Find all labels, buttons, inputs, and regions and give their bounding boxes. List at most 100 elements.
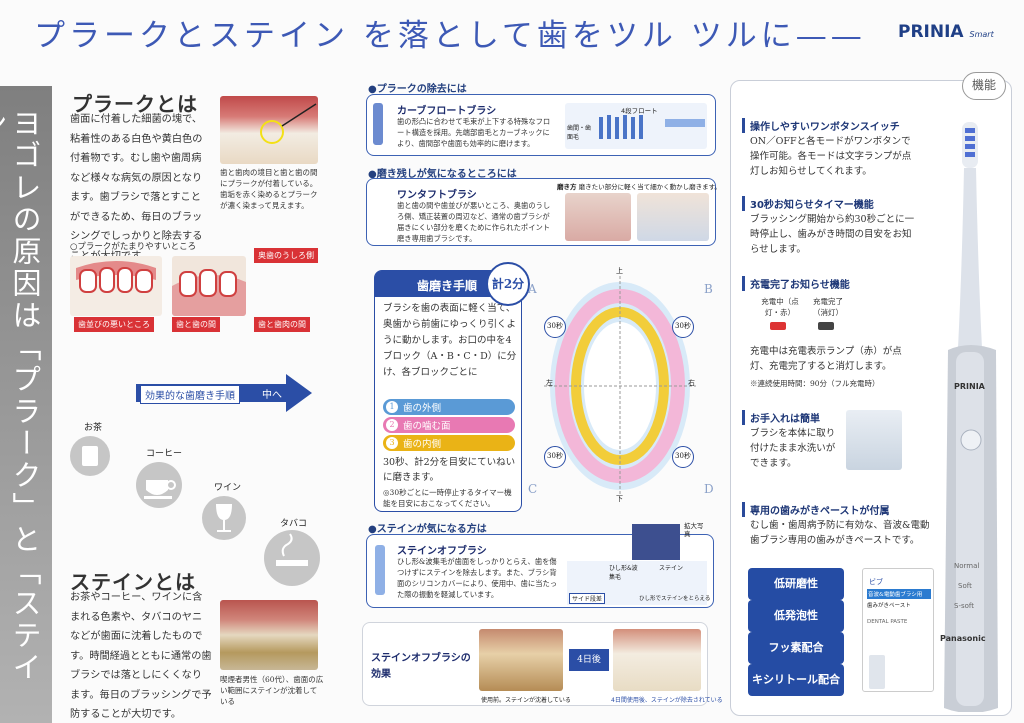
one-tuft-note-text: 磨きたい部分に軽く当て細かく動かし磨きます。 [578,183,721,191]
effect-after-caption: 4日間使用後、ステインが除去されている [611,697,723,704]
one-tuft-brush-box: ワンタフトブラシ 歯と歯の間や歯並びが悪いところ、奥歯のうしろ側、矯正装置の周辺… [366,178,721,246]
feature-text-switch: ON／OFFと各モードがワンボタンで操作可能。各モードは文字ランプが点灯しお知ら… [750,136,912,177]
paste-pill-low-foam: 低発泡性 [748,600,844,632]
zoom-label: 拡大写真 [684,522,704,538]
tag-back-teeth: 奥歯のうしろ側 [254,248,318,263]
plaque-removal-section: ●プラークの除去には [368,84,467,95]
plaque-spots-label: ○プラークがたまりやすいところ [70,242,197,252]
procedure-body: ブラシを歯の表面に軽く当て、奥歯から前歯にゆっくり引くように動かします。お口の中… [383,303,517,378]
zoom-photo [632,524,680,560]
plaque-photo-caption: 歯と歯肉の境目と歯と歯の間にプラークが付着している。歯垢を赤く染めるとプラークが… [220,168,318,210]
step-num: 1 [386,401,398,413]
usage-note: ※連続使用時間：90分（フル充電時） [750,379,880,388]
procedure-title: 歯磨き手順 [417,279,478,293]
toothbrush-head-icon [373,103,383,145]
feature-text-timer: ブラッシング開始から約30秒ごとに一時停止し、歯みがき時間の目安をお知らせします… [750,214,915,255]
curve-float-diagram-label: 4段フロート [621,107,658,115]
stain-off-brush-title: ステインオフブラシ [397,546,487,557]
plaque-photo-mark [260,103,317,144]
curve-float-brush-box: カーブフロートブラシ 歯の形凸に合わせて毛束が上下する特殊なフロート構造を採用。… [366,94,716,156]
step-inner: 3 歯の内側 [383,435,515,451]
one-tuft-note: 磨き方 磨きたい部分に軽く当て細かく動かし磨きます。 [557,181,721,191]
curve-float-diagram: 4段フロート 歯間・歯面毛 [565,103,707,149]
effective-procedure-label: 効果的な歯磨き手順 [140,385,240,404]
curve-float-brush-text: 歯の形凸に合わせて毛束が上下する特殊なフロート構造を採用。先端部歯毛とカーブネッ… [397,117,551,148]
drink-label-tea: お茶 [84,423,103,433]
brand-sub: Smart [969,30,994,39]
washing-photo [846,410,902,470]
one-tuft-photo-1 [565,193,631,241]
page-title: プラークとステイン を落として歯をツル ツルに—— [34,18,866,54]
feature-title-timer: 30秒お知らせタイマー機能 [742,196,874,211]
stain-section: ●ステインが気になる方は [368,524,487,535]
paste-line1: 音波&電動歯ブラシ用 [867,589,931,599]
step-label: 歯の内側 [403,439,442,450]
brand-logo: PRINIA Smart [898,22,994,42]
procedure-tail: 30秒、計2分を目安にていねいに磨きます。 [383,457,516,483]
paste-brand: ビブ [869,578,883,586]
step-outer: 1 歯の外側 [383,399,515,415]
feature-title-care: お手入れは簡単 [742,410,820,425]
charged-lamp-icon [818,322,834,330]
features-badge: 機能 [962,72,1006,100]
teeth-illustration-front [70,256,162,316]
device-logo: PRINIA [954,382,985,391]
stain-label-catch: ひし形でステインをとらえる [639,596,711,602]
step-num: 3 [386,437,398,449]
step-num: 2 [386,419,398,431]
one-tuft-note-head: 磨き方 [557,183,577,191]
stain-label-side-step: サイド段差 [569,593,606,604]
stain-off-diagram: サイド段差 ひし形&波集毛 ステイン ひし形でステインをとらえる [567,561,711,605]
dir-right: 右 [688,379,695,387]
paste-cap [869,655,885,689]
left-band [0,86,52,723]
effective-procedure-next: 中へ [262,390,282,401]
one-tuft-brush-text: 歯と歯の間や歯並びが悪いところ、奥歯のうしろ側、矯正装置の周辺など、通常の歯ブラ… [397,201,551,243]
stain-body: お茶やコーヒー、ワインに含まれる色素や、タバコのヤニなどが歯面に沈着したものです… [70,592,212,720]
toothbrush-head-icon [375,545,385,595]
coffee-cup-icon [136,462,182,508]
dir-top: 上 [616,267,623,275]
dir-left: 左 [546,379,553,387]
effect-before-photo [479,629,563,691]
timer-c: 30秒 [544,446,566,468]
teeth-illustration-side [172,256,246,316]
plaque-teeth-photo [220,96,318,164]
feature-title-switch: 操作しやすいワンボタンスイッチ [742,118,900,133]
timer-d: 30秒 [672,446,694,468]
feature-title-paste: 専用の歯みがきペーストが付属 [742,502,890,517]
quadrant-c: C [528,482,538,496]
wine-glass-icon [202,496,246,540]
procedure-note: ◎30秒ごとに一時停止するタイマー機能を目安におこなってください。 [383,488,512,508]
timer-a: 30秒 [544,316,566,338]
effect-after-photo [613,629,701,691]
plaque-heading: プラークとは [72,92,198,116]
paste-pill-fluoride: フッ素配合 [748,632,844,664]
band-vertical-text: ヨゴレの原因は「プラーク」と「ステイン」 [0,108,42,684]
stain-teeth-photo [220,600,318,670]
device-mode-normal: Normal [954,562,980,570]
tag-between-teeth: 歯と歯の間 [172,317,220,332]
leftover-section: ●磨き残しが気になるところには [368,169,517,180]
stain-heading: ステインとは [70,570,196,594]
effect-title: ステインオフブラシの効果 [371,653,471,680]
paste-pill-xylitol: キシリトール配合 [748,664,844,696]
timer-b: 30秒 [672,316,694,338]
brushing-procedure-box: 歯磨き手順 ブラシを歯の表面に軽く当て、奥歯から前歯にゆっくり引くように動かしま… [374,270,523,512]
drink-label-coffee: コーヒー [146,449,183,459]
tag-crooked-teeth: 歯並びの悪いところ [74,317,154,332]
charging-label: 充電中（点灯・赤） [761,297,799,317]
step-label: 歯の外側 [403,403,442,414]
paste-tube: ビブ 音波&電動歯ブラシ用 歯みがきペースト DENTAL PASTE [862,568,934,692]
tea-cup-icon [70,436,110,476]
one-tuft-photo-2 [637,193,709,241]
step-label: 歯の噛む面 [403,421,451,432]
procedure-steps: 1 歯の外側 2 歯の噛む面 3 歯の内側 [383,397,515,453]
stain-off-brush-text: ひし形&波集毛が歯面をしっかりとらえ、歯を傷つけずにステインを除去します。また、… [397,557,558,599]
stain-label-bristles: ひし形&波集毛 [609,565,638,581]
charging-lamp-icon [770,322,786,330]
feature-title-charge: 充電完了お知らせ機能 [742,276,850,291]
effect-arrow: 4日後 [569,649,609,671]
feature-text-paste: むし歯・歯周病予防に有効な、音波&電動歯ブラシ専用の歯みがきペーストです。 [750,520,930,546]
quadrant-d: D [704,482,714,496]
